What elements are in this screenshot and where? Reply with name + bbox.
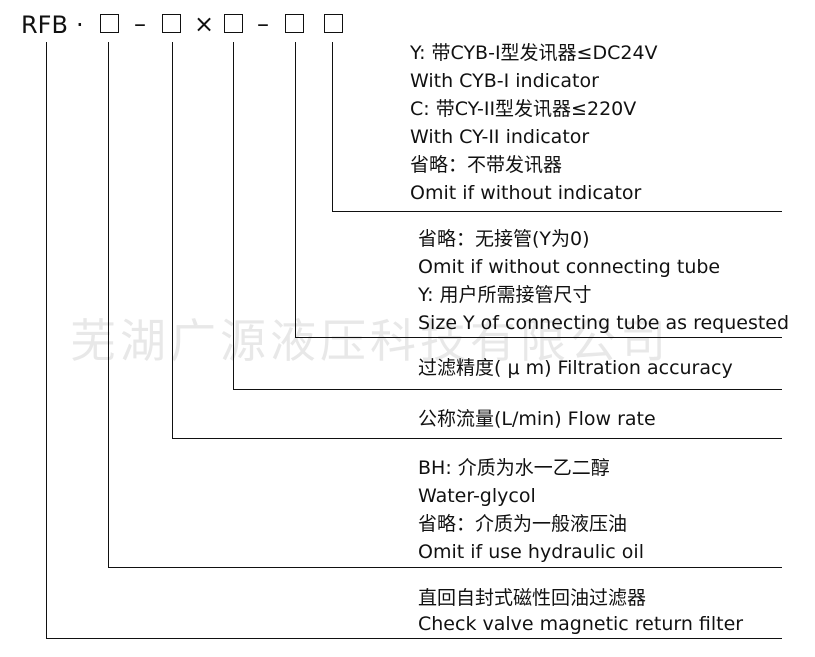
code-times: × bbox=[194, 10, 215, 38]
indicator-option-c-en: With CY-II indicator bbox=[410, 126, 590, 148]
leader-flow-vertical bbox=[172, 42, 174, 439]
medium-option-bh-en: Water-glycol bbox=[418, 485, 536, 507]
leader-tube-vertical bbox=[295, 42, 297, 338]
tube-omit: 省略：无接管(Y为0) bbox=[418, 228, 590, 250]
indicator-option-y-en: With CYB-I indicator bbox=[410, 70, 599, 92]
code-dot: · bbox=[76, 11, 84, 39]
tube-omit-en: Omit if without connecting tube bbox=[418, 256, 721, 278]
code-dash-1: – bbox=[134, 10, 146, 38]
filtration-accuracy-label: 过滤精度( μ m) Filtration accuracy bbox=[418, 357, 733, 379]
indicator-omit: 省略：不带发讯器 bbox=[410, 154, 563, 176]
leader-tube-horizontal bbox=[295, 337, 782, 339]
leader-filtration-horizontal bbox=[233, 389, 782, 391]
leader-indicator-horizontal bbox=[332, 211, 782, 213]
leader-flow-horizontal bbox=[172, 438, 782, 440]
indicator-option-c: C: 带CY-II型发讯器≤220V bbox=[410, 98, 637, 120]
code-box-filtration bbox=[224, 14, 243, 33]
code-dash-2: – bbox=[257, 10, 269, 38]
tube-option-y-en: Size Y of connecting tube as requested bbox=[418, 312, 790, 334]
medium-omit: 省略：介质为一般液压油 bbox=[418, 513, 628, 535]
medium-option-bh: BH: 介质为水一乙二醇 bbox=[418, 457, 610, 479]
product-name-en: Check valve magnetic return filter bbox=[418, 613, 744, 635]
indicator-omit-en: Omit if without indicator bbox=[410, 182, 642, 204]
code-prefix: RFB bbox=[21, 11, 68, 39]
code-box-flow-rate bbox=[162, 14, 181, 33]
leader-indicator-vertical bbox=[332, 42, 334, 212]
leader-medium-horizontal bbox=[108, 567, 782, 569]
code-box-medium bbox=[100, 14, 119, 33]
code-box-indicator bbox=[324, 14, 343, 33]
code-box-connecting-tube bbox=[285, 14, 304, 33]
leader-medium-vertical bbox=[108, 42, 110, 568]
leader-filtration-vertical bbox=[233, 42, 235, 390]
flow-rate-label: 公称流量(L/min) Flow rate bbox=[418, 408, 656, 430]
company-watermark: 芜湖广源液压科技有限公司 bbox=[70, 314, 670, 368]
leader-product-vertical bbox=[46, 42, 48, 639]
leader-product-horizontal bbox=[46, 638, 782, 640]
product-name: 直回自封式磁性回油过滤器 bbox=[418, 587, 647, 609]
medium-omit-en: Omit if use hydraulic oil bbox=[418, 541, 644, 563]
tube-option-y: Y: 用户所需接管尺寸 bbox=[418, 284, 592, 306]
indicator-option-y: Y: 带CYB-I型发讯器≤DC24V bbox=[410, 42, 658, 64]
